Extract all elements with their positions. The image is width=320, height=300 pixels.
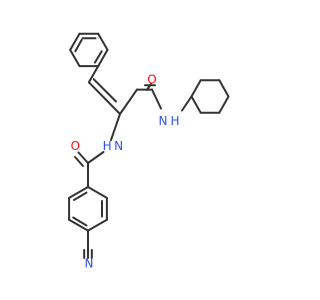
amide-cn-bond	[151, 88, 162, 110]
amide-hydrogen-right-label: H	[170, 114, 179, 128]
lower-carbonyl-double-bond-inner	[74, 156, 84, 167]
phenyl-bond	[97, 48, 109, 68]
phenyl-ring	[69, 32, 109, 68]
amide-nitrogen-left-label: N	[114, 139, 123, 153]
amide-oxygen-top-label: O	[147, 72, 156, 86]
amide-nitrogen-right-label: N	[159, 114, 168, 128]
n-cyclohexyl-bond	[181, 95, 193, 112]
lower-carbonyl-double-bond	[77, 151, 89, 164]
cyclohexyl-bond	[190, 95, 202, 114]
diagram-background	[0, 0, 300, 300]
aryl-double-bond	[72, 216, 88, 227]
phenyl-bond	[97, 32, 109, 51]
benzonitrile-ring	[68, 186, 108, 232]
molecule-diagram: O N H O H N N	[0, 0, 300, 300]
nitrile-nitrogen-label: N	[85, 257, 94, 271]
phenyl-double-bond	[74, 38, 83, 53]
aryl-bond	[87, 186, 108, 199]
phenyl-bond	[69, 32, 81, 51]
phenyl-bond	[69, 48, 81, 68]
aryl-bond	[87, 218, 108, 232]
vinyl-double-bond	[87, 81, 121, 115]
cyclohexyl-bond	[218, 95, 230, 114]
cyclohexyl-ring	[190, 79, 230, 114]
amide-hydrogen-left-label: H	[103, 139, 112, 153]
phenyl-double-bond	[93, 50, 103, 64]
alpha-n-bond	[110, 113, 121, 141]
carbonyl-co-bond	[146, 83, 152, 91]
aryl-bond	[68, 186, 89, 199]
n-carbonyl-bond	[87, 151, 105, 164]
cyclohexyl-bond	[218, 79, 230, 98]
structure-canvas: O N H O H N N	[0, 0, 300, 300]
alpha-carbonyl-bond	[119, 88, 138, 115]
aryl-bond	[68, 218, 89, 232]
aryl-double-bond	[73, 191, 88, 201]
cyclohexyl-bond	[190, 79, 202, 98]
phenyl-vinyl-bond	[87, 65, 100, 84]
vinyl-double-bond-inner	[92, 78, 117, 103]
amide-oxygen-left-label: O	[71, 139, 80, 153]
